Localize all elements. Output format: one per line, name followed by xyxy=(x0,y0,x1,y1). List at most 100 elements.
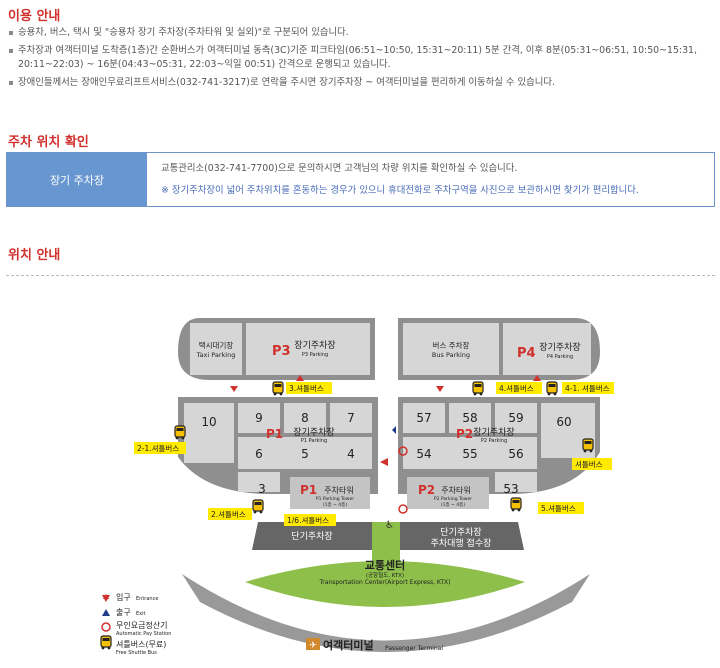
section-58[interactable] xyxy=(449,403,491,433)
transport-center-sub: (공항철도, KTX) xyxy=(366,571,404,579)
shuttle-label: 2-1.셔틀버스 xyxy=(137,443,179,453)
legend-exit-en: Exit xyxy=(136,611,146,617)
section-8[interactable] xyxy=(284,403,326,433)
shuttle-bus-icon xyxy=(252,499,264,515)
shuttle-label: 1/6.셔틀버스 xyxy=(287,515,329,525)
p4-label: 장기주차장 xyxy=(539,341,580,353)
entrance-icon xyxy=(102,595,110,602)
shuttle-label: 4.셔틀버스 xyxy=(499,383,534,393)
p1-tower-zone[interactable] xyxy=(290,477,370,509)
green-walkway xyxy=(372,522,400,562)
p2-tower-en: P2 Parking Tower xyxy=(434,496,472,502)
section-number: 6 xyxy=(255,447,263,461)
section-p1-center[interactable] xyxy=(238,437,372,469)
p1-label: 장기주차장 xyxy=(293,426,334,438)
section-number: 54 xyxy=(416,447,431,461)
legend-bus: 셔틀버스(무료) xyxy=(116,639,166,649)
usage-item: 승용차, 버스, 택시 및 "승용차 장기 주차장(주차타워 및 실외)"로 구… xyxy=(8,26,714,40)
center-road xyxy=(375,318,398,380)
plane-icon: ✈ xyxy=(309,641,317,651)
entrance-marker xyxy=(230,386,238,392)
location-check-title: 주차 위치 확인 xyxy=(8,135,89,150)
taxi-label-en: Taxi Parking xyxy=(196,351,236,359)
shuttle-label: 4-1. 셔틀버스 xyxy=(565,383,610,393)
section-59[interactable] xyxy=(495,403,537,433)
legend-bus-en: Free Shuttle Bus xyxy=(116,650,157,656)
legend-entrance-en: Entrance xyxy=(136,596,158,602)
short-term-left xyxy=(252,522,372,550)
short-term-right xyxy=(400,522,524,550)
section-9[interactable] xyxy=(238,403,280,433)
terminal-label: 여객터미널 xyxy=(323,638,374,652)
usage-list: 승용차, 버스, 택시 및 "승용차 장기 주차장(주차타워 및 실외)"로 구… xyxy=(8,26,714,94)
p1-tower-label: 주차타워 xyxy=(324,486,353,495)
exit-marker xyxy=(533,375,541,381)
transport-center-title: 교통센터 xyxy=(365,558,405,572)
section-number: 57 xyxy=(416,411,431,425)
p2-label: 장기주차장 xyxy=(473,426,514,438)
p1-badge: P1 xyxy=(266,427,283,441)
section-number: 9 xyxy=(255,411,263,425)
usage-item: 장애인들께서는 장애인무료리프트서비스(032-741-3217)로 연락을 주… xyxy=(8,76,714,90)
p2-tower-badge: P2 xyxy=(418,483,435,497)
usage-item: 주차장과 여객터미널 도착층(1층)간 순환버스가 여객터미널 동측(3C)기준… xyxy=(8,44,714,72)
short-term-left-label: 단기주차장 xyxy=(291,530,332,542)
p2-tower-zone[interactable] xyxy=(407,477,489,509)
legend-pay-en: Automatic Pay Station xyxy=(116,631,171,637)
section-3[interactable] xyxy=(238,472,280,492)
legend-entrance: 입구 xyxy=(116,593,131,602)
exit-marker xyxy=(296,375,304,381)
pay-station-icon xyxy=(101,622,111,632)
section-number: 5 xyxy=(301,447,309,461)
location-check-content: 교통관리소(032-741-7700)으로 문의하시면 고객님의 차량 위치를 … xyxy=(147,153,714,206)
short-term-right-label: 단기주차장 xyxy=(440,526,481,538)
p1-tower-floors: (1층 ~ 4층) xyxy=(323,501,347,508)
restroom-icon: ♿ xyxy=(385,520,394,531)
section-number: 55 xyxy=(462,447,477,461)
terminal-label-en: Passenger Terminal xyxy=(385,645,443,652)
bus-parking-label-en: Bus Parking xyxy=(432,351,470,359)
section-number: 59 xyxy=(508,411,523,425)
p2-badge: P2 xyxy=(456,427,473,441)
section-number: 58 xyxy=(462,411,477,425)
usage-title: 이용 안내 xyxy=(8,9,61,24)
section-7[interactable] xyxy=(330,403,372,433)
pay-station-icon xyxy=(398,446,408,456)
section-57[interactable] xyxy=(403,403,445,433)
section-number: 53 xyxy=(503,482,518,496)
divider xyxy=(6,275,715,276)
section-number: 10 xyxy=(201,415,216,429)
section-number: 56 xyxy=(508,447,523,461)
terminal-arc xyxy=(182,574,590,652)
shuttle-bus-icon xyxy=(174,425,186,440)
shuttle-label: 2.셔틀버스 xyxy=(211,509,246,519)
shuttle-bus-icon xyxy=(272,381,284,396)
section-p2-center[interactable] xyxy=(403,437,537,469)
long-term-parking-label: 장기 주차장 xyxy=(7,153,147,206)
section-number: 4 xyxy=(347,447,355,461)
section-number: 7 xyxy=(347,411,355,425)
p1-tower-badge: P1 xyxy=(300,483,317,497)
section-53[interactable] xyxy=(495,472,537,492)
p3-label: 장기주차장 xyxy=(294,339,335,351)
p1-sub: P1 Parking xyxy=(301,438,327,444)
p1-tower-en: P1 Parking Tower xyxy=(316,496,354,502)
shuttle-label: 3.셔틀버스 xyxy=(289,383,324,393)
shuttle-bus-icon xyxy=(472,381,484,396)
section-10[interactable] xyxy=(184,403,234,463)
legend-pay: 무인요금정산기 xyxy=(116,620,168,630)
shuttle-bus-icon xyxy=(582,438,594,453)
exit-icon xyxy=(102,609,110,616)
p3-badge: P3 xyxy=(272,344,291,359)
location-check-table: 장기 주차장 교통관리소(032-741-7700)으로 문의하시면 고객님의 … xyxy=(6,152,715,207)
transport-center-lawn xyxy=(245,561,525,607)
traffic-office-info: 교통관리소(032-741-7700)으로 문의하시면 고객님의 차량 위치를 … xyxy=(161,163,518,174)
exit-marker xyxy=(392,426,396,434)
p4-sub: P4 Parking xyxy=(547,354,573,360)
shuttle-bus-icon xyxy=(546,381,558,396)
shuttle-label: 5.셔틀버스 xyxy=(541,503,576,513)
map-title: 위치 안내 xyxy=(8,248,61,263)
valet-label: 주차대행 접수장 xyxy=(431,537,492,549)
p3-zone xyxy=(246,323,370,375)
section-number: 60 xyxy=(556,415,571,429)
